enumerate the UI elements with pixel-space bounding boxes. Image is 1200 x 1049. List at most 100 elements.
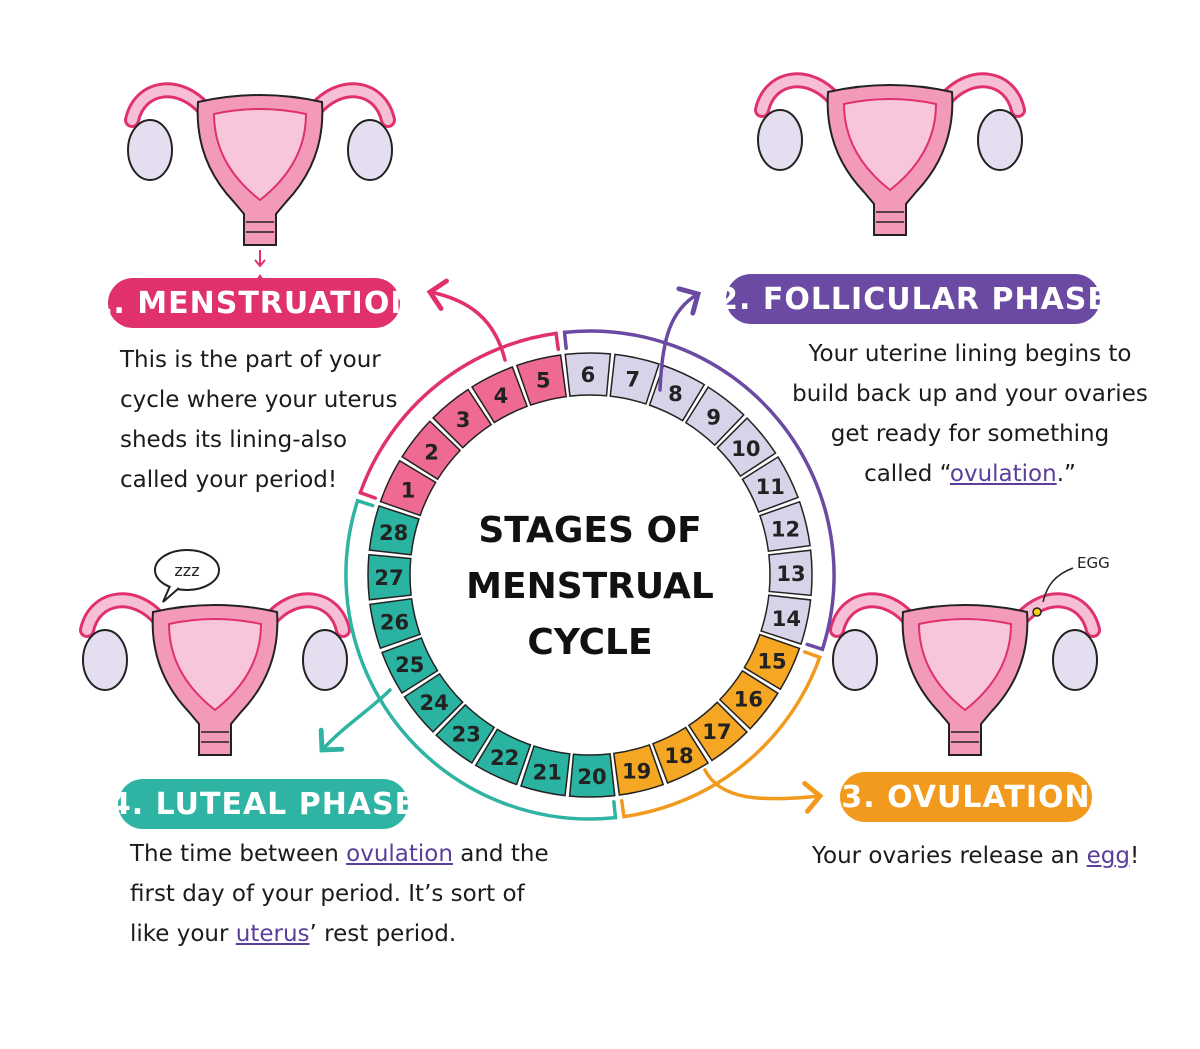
day-tile-24 (403, 672, 464, 733)
egg-link[interactable]: egg (1086, 843, 1131, 869)
luteal-desc-line: first day of your period. It’s sort of (130, 881, 525, 907)
day-tile-15 (743, 633, 801, 691)
menstruation-desc-line: This is the part of your (120, 347, 381, 373)
day-tile-27 (367, 553, 412, 601)
day-number-8: 8 (668, 382, 683, 406)
day-tile-16 (718, 669, 779, 730)
day-tile-10 (716, 417, 777, 478)
day-tile-7 (609, 353, 660, 405)
luteal-desc-text: like your (130, 921, 236, 947)
speech-bubble-icon (154, 549, 220, 591)
day-number-7: 7 (625, 368, 640, 392)
day-tile-2 (401, 420, 462, 481)
day-number-18: 18 (664, 744, 693, 768)
day-number-27: 27 (374, 566, 403, 590)
follicular-desc-text: .” (1056, 461, 1076, 487)
luteal-desc-line: The time between ovulation and the (130, 834, 549, 874)
day-number-17: 17 (702, 720, 731, 744)
luteal-desc-text: ’ rest period. (309, 921, 457, 947)
title-line-1: STAGES OF (478, 510, 702, 551)
follicular-description: Your uterine lining begins to build back… (780, 334, 1160, 494)
day-tile-14 (760, 594, 812, 645)
menstruation-description: This is the part of your cycle where you… (120, 340, 398, 500)
day-tile-21 (520, 745, 571, 797)
day-tile-17 (687, 701, 748, 762)
menstruation-bracket (358, 331, 561, 500)
follicular-desc-text: called “ (864, 461, 950, 487)
ovulation-desc-line: Your ovaries release an egg! (812, 836, 1139, 876)
day-number-3: 3 (456, 408, 471, 432)
day-tile-11 (741, 455, 799, 514)
uterus-illustration-follicular (758, 80, 1022, 235)
phase-brackets (318, 278, 836, 821)
day-number-23: 23 (452, 722, 481, 746)
day-tile-23 (435, 703, 496, 764)
day-tile-1 (379, 459, 437, 517)
follicular-desc-line: build back up and your ovaries (792, 381, 1148, 407)
ovulation-link[interactable]: ovulation (346, 841, 453, 867)
follicular-phase-label: 2. FOLLICULAR PHASE (717, 274, 1108, 324)
day-tile-19 (612, 743, 665, 796)
day-number-2: 2 (424, 440, 439, 464)
day-tile-9 (684, 386, 745, 447)
menstruation-desc-line: cycle where your uterus (120, 387, 398, 413)
egg-icon (1032, 607, 1042, 617)
day-number-21: 21 (533, 760, 562, 784)
follicular-bracket (562, 329, 836, 652)
luteal-desc-text: The time between (130, 841, 347, 867)
luteal-arrow (318, 688, 392, 753)
day-tile-18 (651, 726, 710, 784)
day-number-28: 28 (379, 521, 408, 545)
day-tile-4 (470, 366, 529, 424)
day-number-9: 9 (706, 406, 721, 430)
day-number-19: 19 (622, 760, 651, 784)
day-tile-6 (564, 352, 612, 397)
day-tile-20 (568, 753, 616, 798)
luteal-phase-label: 4. LUTEAL PHASE (110, 779, 415, 829)
day-tile-13 (768, 549, 813, 597)
luteal-bracket (344, 498, 618, 821)
day-tile-8 (648, 364, 706, 422)
title-line-3: CYCLE (527, 622, 653, 663)
day-number-14: 14 (772, 607, 801, 631)
ovulation-link[interactable]: ovulation (949, 461, 1057, 487)
day-number-24: 24 (419, 691, 448, 715)
day-number-26: 26 (380, 611, 409, 635)
uterus-illustration-menstruation (128, 90, 392, 290)
follicular-arrow (658, 286, 702, 392)
menstruation-label: 1. MENSTRUATION (92, 278, 415, 328)
day-number-16: 16 (734, 688, 763, 712)
day-number-5: 5 (536, 368, 551, 392)
day-number-1: 1 (401, 479, 416, 503)
diagram-title: STAGES OF MENSTRUAL CYCLE (445, 503, 735, 671)
day-number-20: 20 (577, 765, 606, 789)
follicular-desc-line: called “ovulation.” (780, 454, 1160, 494)
day-number-15: 15 (757, 649, 786, 673)
ovulation-bracket (619, 650, 822, 819)
luteal-desc-text: and the (452, 841, 549, 867)
ovulation-desc-text: Your ovaries release an (812, 843, 1087, 869)
uterus-link[interactable]: uterus (235, 921, 310, 947)
title-line-2: MENSTRUAL (466, 566, 714, 607)
day-number-4: 4 (494, 384, 509, 408)
menstruation-desc-line: sheds its lining-also (120, 427, 348, 453)
follicular-desc-line: get ready for something (830, 421, 1110, 447)
day-number-13: 13 (776, 562, 805, 586)
day-tile-22 (474, 728, 532, 786)
ovulation-desc-text: ! (1130, 843, 1140, 869)
day-tile-26 (369, 597, 422, 650)
day-number-22: 22 (490, 746, 519, 770)
day-tile-5 (515, 354, 568, 407)
ovulation-label: 3. OVULATION (840, 772, 1092, 822)
day-tile-25 (381, 636, 439, 695)
uterus-illustration-luteal: zzz (83, 549, 347, 755)
day-number-25: 25 (395, 653, 424, 677)
follicular-desc-line: Your uterine lining begins to (808, 341, 1132, 367)
day-tile-28 (368, 505, 420, 556)
day-number-12: 12 (771, 517, 800, 541)
day-tile-3 (432, 388, 493, 449)
menstruation-desc-line: called your period! (120, 467, 338, 493)
ovulation-description: Your ovaries release an egg! (812, 836, 1139, 876)
